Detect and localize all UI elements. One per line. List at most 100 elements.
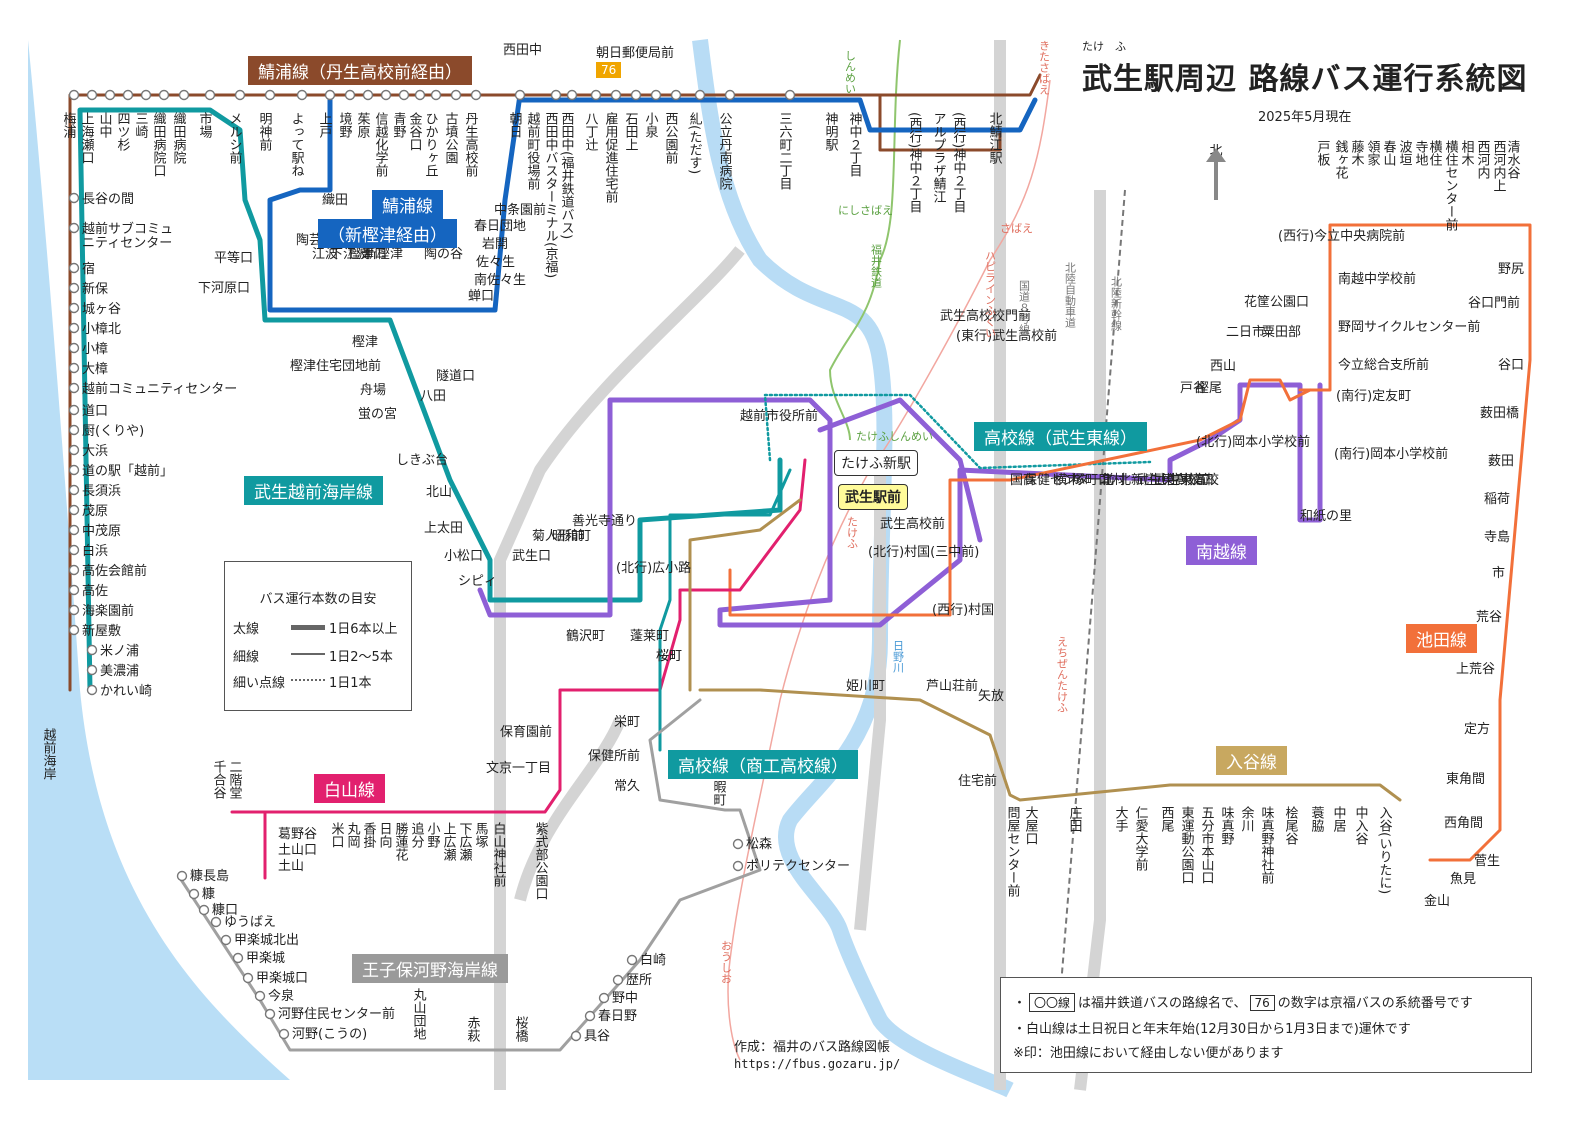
coast-stop-label: 越前サブコミュ [82, 221, 173, 237]
mid-stop-label: 越前市役所前 [740, 408, 818, 424]
top-stop-label: 上戸 [317, 112, 333, 138]
mid-stop-label: 二日市 [1226, 324, 1265, 340]
frequency-legend: バス運行本数の目安 太線 1日6本以上 細線 1日2～5本 細い点線 1日1本 [224, 561, 412, 711]
mid-stop-label: 蓬莱町 [630, 629, 669, 644]
oji-stop-label: ゆうばえ [224, 915, 276, 930]
rail-road-label: 北陸新幹線 [1110, 276, 1123, 331]
bus-stop-marker [68, 604, 80, 616]
oji-stop-label: 甲楽城北出 [234, 932, 299, 948]
mid-stop-label: 西山 [1210, 359, 1236, 374]
sea-area [28, 40, 290, 1080]
mid-stop-label: 武生高校校門前 [940, 308, 1031, 324]
bus-stop-marker [86, 684, 98, 696]
mid-stop-label: 春日団地 [474, 219, 526, 234]
rail-road-label: たけふ [846, 516, 859, 549]
ikeda-stop-label: 相木 [1459, 140, 1475, 166]
legend-thin-swatch [291, 653, 325, 655]
mid-stop-label: 下江波 [330, 247, 369, 262]
mid-stop-label: 岩開 [482, 237, 508, 252]
rail-road-label: しんめい [844, 50, 857, 94]
ikeda-stop-label: 菅生 [1474, 854, 1500, 869]
ikeda-stop-label: 金山 [1424, 893, 1450, 909]
bus-stop-marker [566, 89, 578, 101]
nyudani-stop-label: 五分市本山口 [1199, 806, 1215, 884]
rail-road-label: おうしお [720, 940, 733, 984]
bus-stop-marker [220, 934, 232, 946]
legend-title: バス運行本数の目安 [259, 592, 377, 607]
coast-stop-label: 小樟北 [82, 322, 121, 337]
bus-stop-marker [264, 89, 276, 101]
bus-stop-marker [234, 89, 246, 101]
oji-stop-label: 野中 [612, 991, 638, 1006]
mid-stop-label: しきぶ台 [396, 453, 448, 468]
bus-stop-marker [68, 222, 80, 234]
route-sabae-blue-north [517, 97, 1038, 133]
mid-stop-label: 武生東高校 [1154, 472, 1219, 488]
bus-stop-marker [68, 302, 80, 314]
ikeda-stop-label: 西河内上 [1491, 140, 1507, 192]
oji-stop-label: 暇町 [711, 780, 727, 806]
rail-road-label: 北陸自動車道 [1064, 262, 1077, 328]
oji-stop-label: 今泉 [268, 988, 294, 1004]
bus-stop-marker [450, 89, 462, 101]
top-stop-label: 小泉 [643, 112, 659, 138]
bus-stop-marker [86, 664, 98, 676]
rail-road-label: きたさばえ [1038, 40, 1051, 95]
bus-stop-marker [570, 1030, 582, 1042]
hakusan-stop-label: 追分 [409, 821, 425, 849]
note-number-box: 76 [1249, 995, 1275, 1011]
oji-stop-label: 糠口 [212, 902, 238, 918]
ikeda-stop-label: 横住センター前 [1443, 140, 1459, 231]
bus-stop-marker [324, 89, 336, 101]
rail-road-label: たけふしんめい [856, 430, 933, 443]
bus-stop-marker [210, 916, 222, 928]
top-stop-label: ひかりヶ丘 [423, 112, 439, 177]
nyudani-stop-label: 中居 [1331, 806, 1347, 832]
bus-stop-marker [670, 89, 682, 101]
note-text: は福井鉄道バスの路線名で、 [1078, 996, 1247, 1011]
note-bullet: ・ [1013, 996, 1027, 1011]
mid-stop-label: 樫尾 [1196, 381, 1222, 396]
credit-author: 作成：福井のバス路線図帳 [734, 1040, 891, 1055]
mid-stop-label: 下河原口 [198, 281, 250, 296]
bus-stop-marker [590, 89, 602, 101]
ikeda-stop-label: 薮田 [1488, 454, 1514, 469]
legend-dotted-swatch [291, 679, 325, 681]
oji-stop-label: 春日野 [598, 1009, 637, 1024]
ikeda-stop-label: 春山 [1381, 140, 1397, 166]
bus-stop-marker [278, 1028, 290, 1040]
top-stop-label: 雇用促進住宅前 [603, 111, 619, 203]
oji-stop-label: 白崎 [640, 952, 666, 968]
bus-stop-marker [68, 262, 80, 274]
legend-thick-swatch [291, 625, 325, 630]
badge-kaigan: 武生越前海岸線 [244, 476, 383, 505]
bus-stop-marker [68, 382, 80, 394]
ikeda-stop-label: 上荒谷 [1456, 662, 1495, 677]
oji-stop-label: ポリテクセンター [746, 859, 850, 874]
bus-stop-marker [724, 89, 736, 101]
bus-stop-marker [188, 888, 200, 900]
mid-stop-label: 蝉口 [468, 289, 494, 304]
mid-stop-label: シピィ [458, 574, 497, 589]
bus-stop-marker [612, 974, 624, 986]
top-stop-label: (西行)神中２丁目 [951, 112, 967, 214]
top-stop-label: 明神前 [257, 112, 273, 151]
oji-stop-label: 歴所 [626, 973, 652, 988]
mid-stop-label: 横市 [1054, 472, 1080, 488]
coast-stop-label: 大樟 [82, 362, 108, 377]
mid-stop-label: 和紙の里 [1300, 509, 1352, 524]
mid-stop-label: 花筐公園口 [1244, 294, 1309, 310]
mid-stop-label: 蛍の宮 [358, 406, 397, 422]
coast-stop-label: 小樟 [82, 342, 108, 357]
mid-stop-label: 平等口 [214, 250, 253, 266]
station-takefu-shin: たけふ新駅 [834, 450, 918, 476]
mid-stop-label: 桜町 [656, 649, 682, 664]
hakusan-stop-label: 千合谷 [211, 760, 227, 799]
stop-nishitanaka: 西田中 [503, 43, 543, 58]
bus-stop-marker [362, 89, 374, 101]
coast-stop-label: 越前コミュニティセンター [82, 381, 237, 397]
top-stop-label: 境野 [337, 112, 353, 138]
top-stop-label: 神中２丁目 [847, 112, 863, 177]
badge-sabae: 鯖浦線 [372, 190, 443, 219]
bus-stop-marker [380, 89, 392, 101]
